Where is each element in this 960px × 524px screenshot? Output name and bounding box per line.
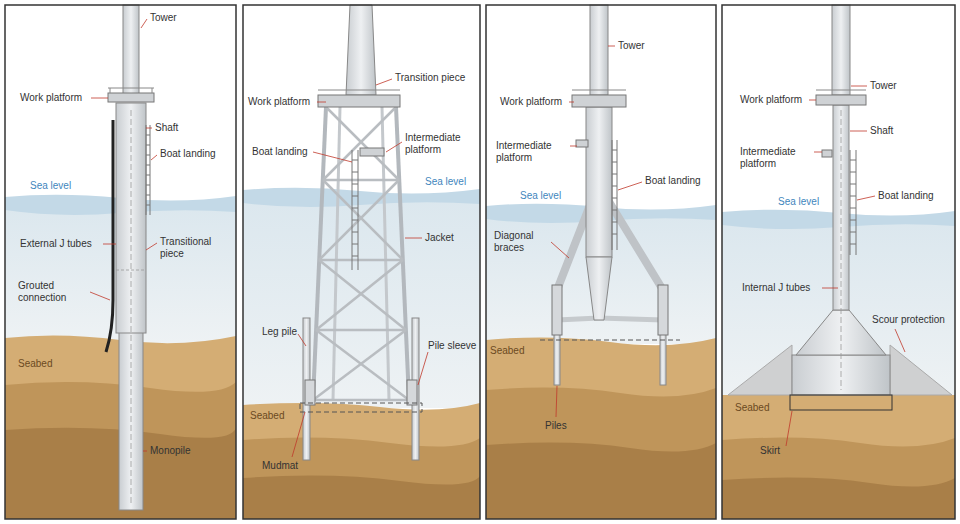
part-label: Internal J tubes [742, 282, 810, 294]
part-label: Boat landing [160, 148, 216, 160]
part-label: Scour protection [872, 314, 945, 326]
part-label: Boat landing [645, 175, 701, 187]
part-label: Shaft [870, 125, 893, 137]
part-label: Tower [150, 12, 177, 24]
part-label: Grouted connection [18, 280, 88, 304]
part-label: Tower [870, 80, 897, 92]
part-label: Piles [545, 420, 567, 432]
seabed-label: Seabed [735, 402, 769, 414]
part-label: Mudmat [262, 460, 298, 472]
seabed-label: Seabed [18, 358, 52, 370]
sea-level-label: Sea level [520, 190, 561, 202]
part-label: Intermediate platform [405, 132, 471, 156]
part-label: Shaft [155, 122, 178, 134]
gravity-base-panel [722, 5, 955, 519]
part-label: Monopile [150, 445, 191, 457]
part-label: Jacket [425, 232, 454, 244]
part-label: Skirt [760, 445, 780, 457]
part-label: Leg pile [262, 326, 297, 338]
part-label: Intermediate platform [740, 146, 812, 170]
part-label: Transition piece [395, 72, 465, 84]
part-label: Work platform [500, 96, 562, 108]
jacket-panel [243, 5, 480, 519]
part-label: Work platform [248, 96, 310, 108]
part-label: Diagonal braces [494, 230, 549, 254]
part-label: Boat landing [252, 146, 308, 158]
part-label: Tower [618, 40, 645, 52]
sea-level-label: Sea level [425, 176, 466, 188]
part-label: External J tubes [20, 238, 92, 250]
seabed-label: Seabed [490, 345, 524, 357]
part-label: Pile sleeve [428, 340, 476, 352]
part-label: Work platform [740, 94, 802, 106]
monopile-panel [5, 5, 236, 519]
tripod-panel [486, 5, 716, 519]
seabed-label: Seabed [250, 410, 284, 422]
part-label: Work platform [20, 92, 90, 104]
part-label: Transitional piece [160, 236, 220, 260]
part-label: Boat landing [878, 190, 934, 202]
part-label: Intermediate platform [496, 140, 568, 164]
sea-level-label: Sea level [778, 196, 819, 208]
sea-level-label: Sea level [30, 180, 71, 192]
